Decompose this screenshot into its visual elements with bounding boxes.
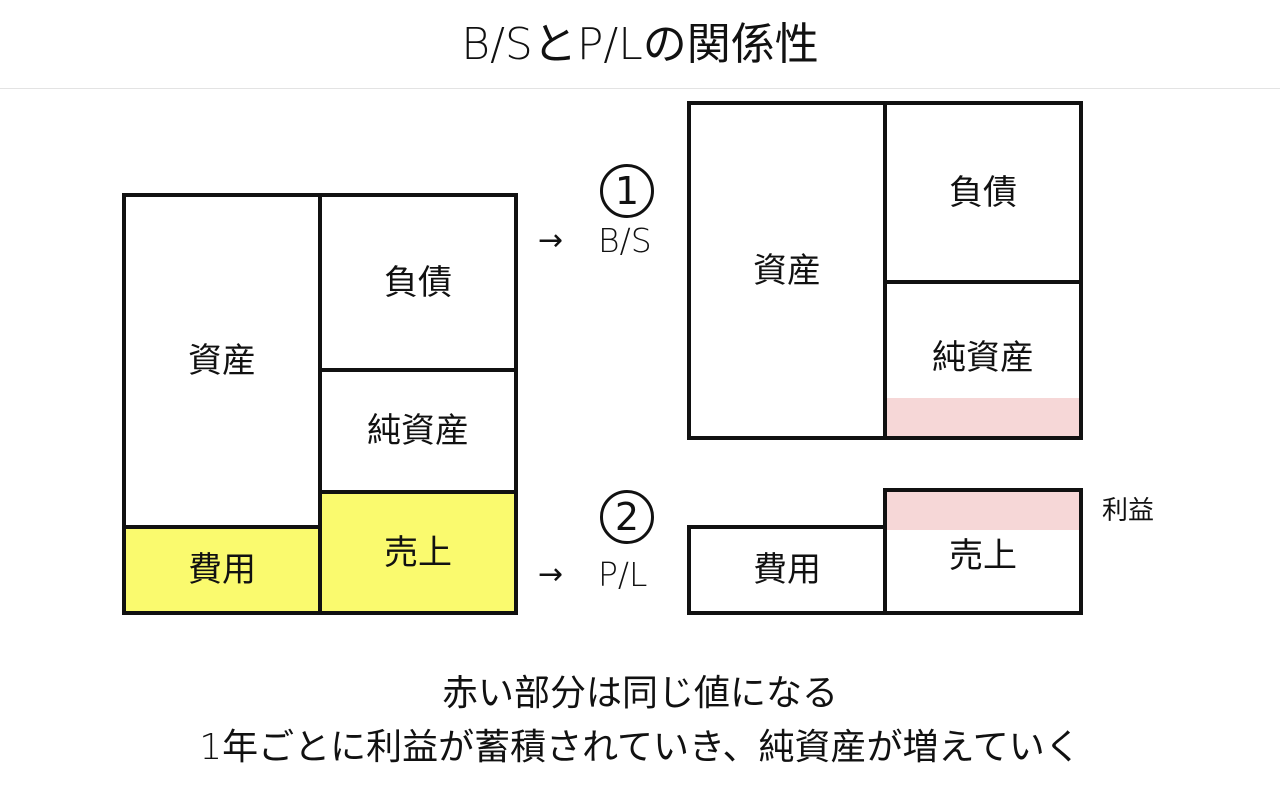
pl-profit-band	[887, 492, 1079, 530]
bs-profit-band	[887, 398, 1079, 436]
pl-label: P/L	[598, 555, 648, 594]
bs-assets-label: 資産	[753, 250, 821, 291]
caption-line-2: 1年ごとに利益が蓄積されていき、純資産が増えていく	[199, 727, 1081, 768]
bs-assets-box: 資産	[687, 101, 887, 440]
title-divider	[0, 88, 1280, 89]
left-sales-box: 売上	[318, 490, 518, 615]
bs-liabilities-box: 負債	[883, 101, 1083, 284]
bs-arrow-icon: →	[538, 223, 564, 258]
bs-label: B/S	[598, 221, 652, 260]
bs-liabilities-label: 負債	[949, 172, 1017, 213]
pl-arrow-icon: →	[538, 557, 564, 592]
pl-marker-circle: 2	[600, 490, 654, 544]
left-liabilities-box: 負債	[318, 193, 518, 372]
left-assets-label: 資産	[188, 341, 256, 381]
left-assets-box: 資産	[122, 193, 322, 529]
left-expenses-box: 費用	[122, 525, 322, 615]
left-liabilities-label: 負債	[384, 262, 452, 303]
pl-sales-box: 売上	[883, 488, 1083, 615]
pl-expenses-box: 費用	[687, 525, 887, 615]
left-expenses-label: 費用	[188, 550, 256, 590]
profit-label: 利益	[1102, 496, 1155, 526]
left-sales-label: 売上	[384, 532, 452, 573]
bs-net-assets-box: 純資産	[883, 280, 1083, 440]
bs-marker-circle: 1	[600, 164, 654, 218]
pl-expenses-label: 費用	[753, 550, 821, 590]
bs-net-assets-label: 純資産	[932, 338, 1034, 378]
caption-line-1: 赤い部分は同じ値になる	[441, 673, 838, 714]
pl-sales-label: 売上	[949, 536, 1017, 576]
left-net-assets-label: 純資産	[367, 411, 469, 451]
page-title: B/SとP/Lの関係性	[461, 19, 819, 70]
left-net-assets-box: 純資産	[318, 368, 518, 494]
